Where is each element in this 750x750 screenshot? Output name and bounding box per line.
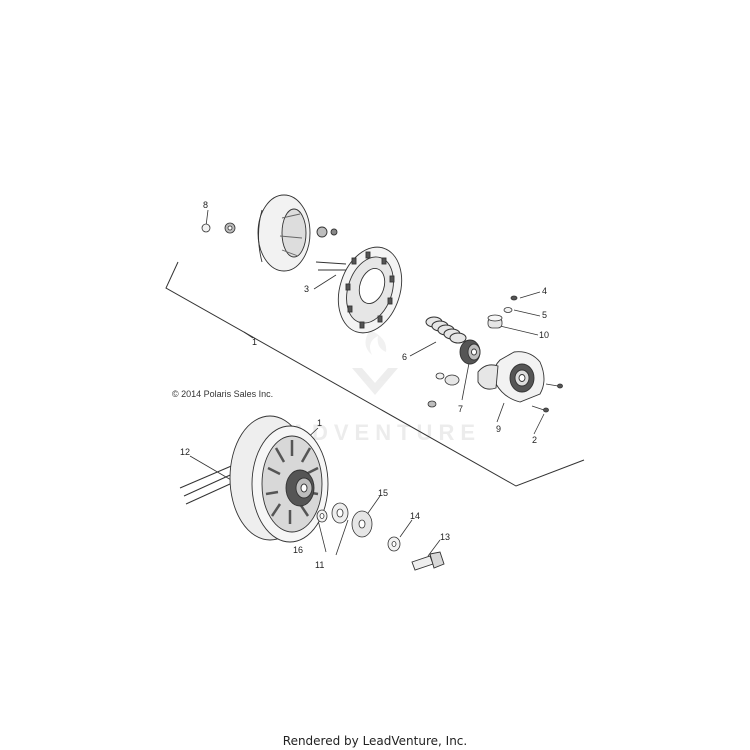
callout-6: 6	[402, 352, 407, 362]
leader-lines	[189, 209, 545, 557]
part-16-washer	[316, 509, 328, 523]
callout-9: 9	[496, 424, 501, 434]
callout-1-lower: 1	[317, 418, 322, 428]
callout-16: 16	[293, 545, 303, 555]
callout-2: 2	[532, 435, 537, 445]
part-6-spring	[425, 316, 467, 344]
copyright-notice: © 2014 Polaris Sales Inc.	[172, 389, 273, 399]
part-8-screw	[201, 222, 236, 234]
clutch-assembly	[229, 415, 329, 543]
part-11-washer	[331, 502, 349, 524]
fixed-sheave-upper	[257, 194, 338, 272]
part-14-washer	[387, 536, 401, 552]
part-3-cam-plate	[315, 246, 403, 334]
callout-3: 3	[304, 284, 309, 294]
callout-11: 11	[315, 560, 324, 570]
callout-1-upper: 1	[252, 337, 257, 347]
callout-12: 12	[180, 447, 190, 457]
part-15-washer	[351, 510, 373, 538]
footer-credit: Rendered by LeadVenture, Inc.	[282, 734, 468, 748]
callout-15: 15	[378, 488, 388, 498]
part-2-bolts	[531, 383, 563, 413]
assembly-outline	[165, 261, 585, 487]
callout-5: 5	[542, 310, 547, 320]
callout-10: 10	[539, 330, 549, 340]
part-10-roller	[487, 314, 503, 329]
callout-13: 13	[440, 532, 450, 542]
part-4-screw	[510, 295, 518, 301]
callout-8: 8	[203, 200, 208, 210]
callout-4: 4	[542, 286, 547, 296]
callout-7: 7	[458, 404, 463, 414]
rollers	[427, 372, 460, 408]
callout-14: 14	[410, 511, 420, 521]
part-13-bolt	[411, 551, 445, 571]
part-5-washer	[503, 307, 513, 313]
watermark-logo	[352, 330, 398, 395]
part-9-cam	[477, 351, 545, 403]
part-7-collar	[459, 339, 481, 365]
